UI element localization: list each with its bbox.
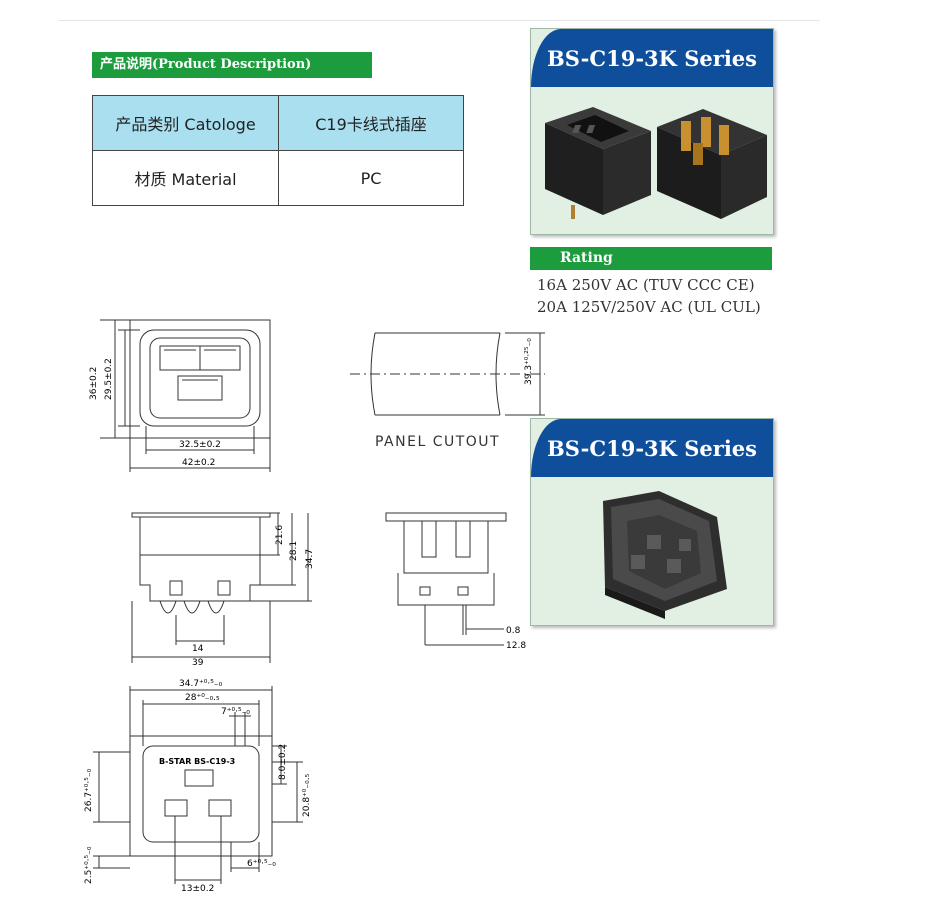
table-row: 产品类别 Catologe C19卡线式插座: [92, 95, 464, 151]
table-row: 材质 Material PC: [92, 150, 464, 206]
table-cell: PC: [278, 150, 464, 206]
dim-w-mid: 28⁺⁰₋₀.₅: [185, 693, 220, 703]
dim-outer-height: 36±0.2: [89, 367, 99, 400]
panel-cutout-label: PANEL CUTOUT: [375, 434, 501, 450]
dim-w-right-bottom: 6⁺⁰·⁵₋₀: [247, 859, 276, 869]
table-cell: 产品类别 Catologe: [92, 95, 279, 151]
rating-line-1: 16A 250V AC (TUV CCC CE): [537, 276, 755, 294]
spec-table: 产品类别 Catologe C19卡线式插座 材质 Material PC: [92, 95, 464, 206]
dim-inner-height: 29.5±0.2: [104, 358, 114, 400]
dim-h-right: 20.8⁺⁰₋₀.₅: [302, 773, 312, 817]
panel-cutout-dim: 39.3⁺⁰·²⁵₋₀: [524, 338, 534, 385]
dim-pin-spacing: 12.8: [506, 641, 526, 651]
side-view-a-drawing: 21.6 28.1 34.7 14 39: [131, 512, 315, 665]
dim-pin-thickness: 0.8: [506, 626, 521, 636]
socket-photo-bottom: [603, 491, 727, 619]
front-view-drawing: 36±0.2 29.5±0.2 32.5±0.2 42±0.2: [89, 319, 271, 472]
dim-h2: 28.1: [289, 541, 299, 561]
dim-w1: 14: [192, 644, 204, 654]
face-view-drawing: B-STAR BS-C19-3 34.7⁺⁰·⁵₋₀ 28⁺⁰₋₀.₅ 7⁺⁰·…: [84, 679, 312, 894]
series-card-2: BS-C19-3K Series: [530, 418, 774, 626]
socket-photo-top: [545, 107, 767, 219]
series-card-1: BS-C19-3K Series: [530, 28, 774, 235]
dim-w-outer: 34.7⁺⁰·⁵₋₀: [179, 679, 223, 689]
product-description-heading: 产品说明(Product Description): [92, 52, 372, 78]
dim-w-pins: 13±0.2: [181, 884, 214, 894]
table-cell: 材质 Material: [92, 150, 279, 206]
dim-h-top: 8.0±0.2: [278, 744, 288, 780]
dim-inner-width: 32.5±0.2: [179, 440, 221, 450]
rating-heading: Rating: [530, 247, 772, 270]
table-cell: C19卡线式插座: [278, 95, 464, 151]
dim-outer-width: 42±0.2: [182, 458, 215, 468]
dim-h1: 21.6: [275, 525, 285, 545]
dim-w-small: 7⁺⁰·⁵₋₀: [221, 707, 250, 717]
dim-h3: 34.7: [305, 549, 315, 569]
dim-h-bottom: 2.5⁺⁰·⁵₋₀: [84, 846, 94, 884]
series-card-title: BS-C19-3K Series: [531, 29, 773, 87]
series-card-title: BS-C19-3K Series: [531, 419, 773, 477]
dim-w2: 39: [192, 658, 204, 665]
panel-cutout-drawing: 39.3⁺⁰·²⁵₋₀: [350, 332, 545, 416]
rating-line-2: 20A 125V/250V AC (UL CUL): [537, 298, 761, 316]
top-divider: [58, 20, 820, 21]
face-marking: B-STAR BS-C19-3: [159, 757, 235, 766]
side-view-b-drawing: 0.8 12.8: [385, 512, 526, 651]
dim-h-left: 26.7⁺⁰·⁵₋₀: [84, 768, 94, 812]
